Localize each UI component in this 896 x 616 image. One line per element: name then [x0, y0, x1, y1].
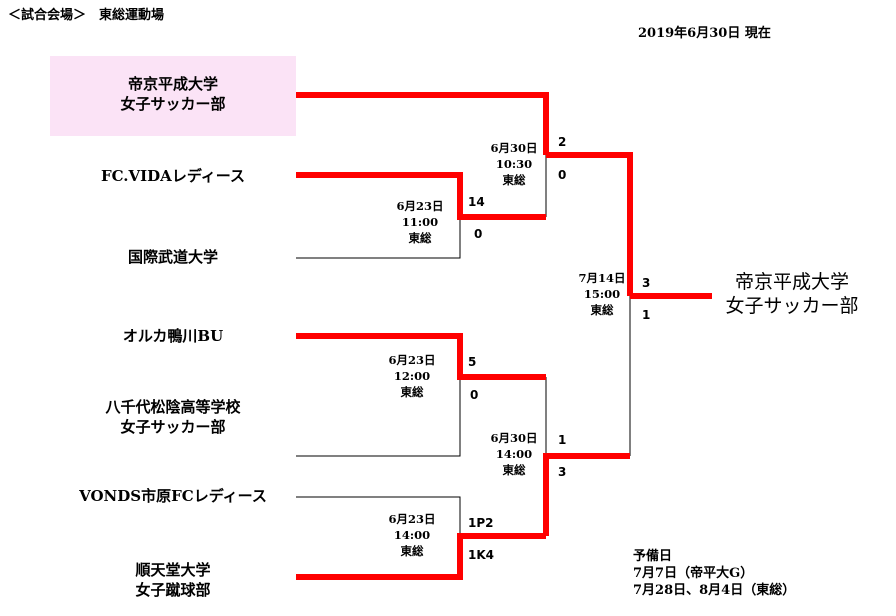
- match-date: 7月14日: [578, 271, 626, 285]
- score-bottom: 1: [642, 308, 651, 322]
- match-time: 12:00: [393, 369, 431, 383]
- reserve-days-note: 予備日 7月7日（帝平大G） 7月28日、8月4日（東総）: [633, 548, 795, 599]
- bracket-line: [546, 152, 633, 296]
- score-bottom: 0: [558, 168, 567, 182]
- bracket-line: [296, 533, 546, 580]
- team-name: 八千代松陰高等学校: [105, 398, 241, 416]
- match-venue: 東総: [590, 303, 614, 317]
- score-top: 5: [468, 355, 477, 369]
- team-name: 国際武道大学: [127, 248, 218, 266]
- match-venue: 東総: [502, 173, 526, 187]
- match-date: 6月30日: [490, 431, 538, 445]
- team-subname: 女子サッカー部: [120, 418, 226, 436]
- match-info-semi-2: 6月30日 14:00 東総: [484, 430, 544, 478]
- team-name: 帝京平成大学: [127, 75, 218, 93]
- team-6: VONDS市原FCレディース: [50, 486, 296, 506]
- note-line: 7月28日、8月4日（東総）: [633, 583, 796, 598]
- match-info-r1-1: 6月23日 11:00 東総: [390, 198, 450, 246]
- match-time: 15:00: [583, 287, 621, 301]
- match-date: 6月30日: [490, 141, 538, 155]
- team-3: 国際武道大学: [50, 247, 296, 267]
- score-top: 2: [558, 135, 567, 149]
- match-venue: 東総: [400, 544, 424, 558]
- bracket-line: [296, 377, 461, 457]
- match-venue: 東総: [408, 231, 432, 245]
- note-title: 予備日: [633, 549, 673, 564]
- champion-name: 帝京平成大学: [734, 271, 849, 293]
- match-venue: 東総: [502, 463, 526, 477]
- match-venue: 東総: [400, 385, 424, 399]
- match-time: 14:00: [495, 447, 533, 461]
- winner-paths: [296, 92, 712, 580]
- match-info-r1-2: 6月23日 12:00 東総: [382, 352, 442, 400]
- score-top: 14: [468, 195, 485, 209]
- champion-subname: 女子サッカー部: [725, 295, 859, 317]
- venue-heading: ＜試合会場＞ 東総運動場: [8, 8, 165, 23]
- team-4: オルカ鴨川BU: [50, 326, 296, 346]
- score-bottom: 0: [474, 227, 483, 241]
- team-name: 順天堂大学: [135, 561, 211, 579]
- bracket-line: [296, 333, 546, 380]
- match-info-r1-3: 6月23日 14:00 東総: [382, 511, 442, 559]
- match-time: 11:00: [401, 215, 439, 229]
- score-bottom: 3: [558, 465, 567, 479]
- match-time: 10:30: [495, 157, 533, 171]
- match-date: 6月23日: [388, 353, 436, 367]
- bracket-line: [296, 496, 461, 536]
- team-name: オルカ鴨川BU: [122, 327, 224, 345]
- match-info-final: 7月14日 15:00 東総: [572, 270, 632, 318]
- team-7: 順天堂大学 女子蹴球部: [50, 560, 296, 600]
- match-info-semi-1: 6月30日 10:30 東総: [484, 140, 544, 188]
- match-date: 6月23日: [388, 512, 436, 526]
- score-top: 1: [558, 433, 567, 447]
- bracket-line: [296, 92, 549, 155]
- as-of-date: 2019年6月30日 現在: [638, 26, 771, 41]
- score-top: 3: [642, 276, 651, 290]
- team-subname: 女子蹴球部: [135, 581, 211, 599]
- loser-paths: [296, 155, 631, 536]
- match-time: 14:00: [393, 528, 431, 542]
- team-1: 帝京平成大学 女子サッカー部: [50, 56, 296, 136]
- bracket-line: [543, 453, 630, 536]
- bracket-line: [296, 217, 461, 259]
- note-line: 7月7日（帝平大G）: [633, 566, 754, 581]
- team-name: FC.VIDAレディース: [100, 167, 246, 185]
- score-top: 1P2: [468, 516, 494, 530]
- score-bottom: 1K4: [468, 548, 494, 562]
- team-name: VONDS市原FCレディース: [79, 487, 267, 505]
- match-date: 6月23日: [396, 199, 444, 213]
- champion: 帝京平成大学 女子サッカー部: [712, 270, 872, 318]
- bracket-line: [296, 172, 546, 220]
- team-5: 八千代松陰高等学校 女子サッカー部: [50, 397, 296, 437]
- team-subname: 女子サッカー部: [120, 95, 226, 113]
- score-bottom: 0: [470, 388, 479, 402]
- team-2: FC.VIDAレディース: [50, 166, 296, 186]
